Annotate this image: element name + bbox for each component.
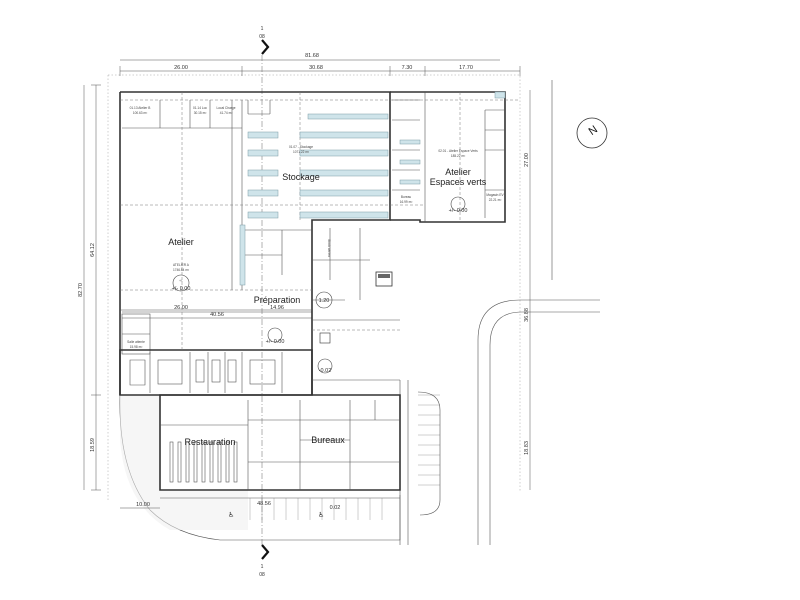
bottom-mid-dim: 48.56 [257, 501, 271, 507]
level-atelier: +/- 0.00 [172, 286, 191, 292]
level-forecourt: -0.02 [319, 368, 332, 374]
level-marker-dock [315, 291, 333, 309]
top-dim-2: 30.68 [309, 65, 323, 71]
left-lower-dim: 18.59 [90, 438, 96, 452]
svg-text:+/-: +/- [179, 279, 183, 283]
truck-icon [319, 271, 393, 344]
tag-stockage: 01.07 - Stockage [289, 145, 313, 149]
right-upper-dim: 27.00 [524, 153, 530, 167]
svg-text:N: N [587, 123, 600, 137]
room-label-stockage: Stockage [282, 172, 320, 182]
label-stock-aerien: Stock aérien [327, 239, 331, 257]
level-marker-espaces-verts [450, 196, 466, 212]
wheelchair-icon: ♿ [228, 511, 234, 519]
area-bureau: 16.99 m² [400, 200, 413, 204]
area-atelier-b: 100.63 m² [133, 111, 147, 115]
site-context [107, 74, 600, 545]
area-salle-attente: 15.98 m² [130, 345, 143, 349]
level-marker-preparation [267, 327, 283, 343]
tag-ge: 01.14 Loc [193, 106, 207, 110]
area-stockage: 1071.22 m² [293, 150, 309, 154]
tag-atelier-b: 01.13 Atelier B [130, 106, 151, 110]
dimension-chains: 81.68 26.00 30.68 7.30 17.70 82.70 64.12… [78, 53, 531, 511]
section-number-bottom: 1 [261, 564, 264, 570]
top-dim-3: 7.30 [402, 65, 413, 71]
right-middle-dim: 36.88 [524, 308, 530, 322]
level-markers: +/- +/- 0.00 +/- 0.00 +/- 0.00 1.20 -0.0… [172, 196, 468, 374]
section-arrow-bottom-icon [261, 544, 270, 560]
bottom-right-dim: 0.02 [330, 505, 341, 511]
level-marker-atelier [172, 274, 190, 292]
room-labels: Stockage 01.07 - Stockage 1071.22 m² Ate… [127, 106, 504, 447]
tag-magasin: Magasin EV [486, 193, 504, 197]
top-dim-1: 26.00 [174, 65, 188, 71]
left-total-dim: 82.70 [78, 283, 84, 297]
grid-lines [120, 92, 520, 350]
room-label-restauration: Restauration [184, 437, 235, 447]
area-espaces-verts: 185.22 m² [451, 154, 465, 158]
room-label-bureaux: Bureaux [311, 435, 345, 445]
accessibility-icons: ♿ ♿ [228, 511, 324, 519]
section-sheet-top: 08 [259, 34, 265, 40]
inner-atelier-dim: 26.00 [174, 305, 188, 311]
room-label-espaces-verts-1: Atelier [445, 167, 471, 177]
section-arrow-top-icon [261, 39, 270, 55]
area-ge: 30.15 m² [194, 111, 207, 115]
level-marker-forecourt [317, 358, 333, 374]
room-label-espaces-verts-2: Espaces verts [430, 177, 487, 187]
area-atelier: 1746.84 m² [173, 268, 189, 272]
area-magasin: 22.21 m² [489, 198, 502, 202]
parking-stalls [249, 391, 441, 520]
tag-bureau: Bureau [401, 195, 412, 199]
inner-mid-dim: 40.56 [210, 312, 224, 318]
overall-width-dim: 81.68 [305, 53, 319, 59]
room-label-preparation: Préparation [254, 295, 301, 305]
tag-atelier: ATELIER A [173, 263, 190, 267]
left-upper-dim: 64.12 [90, 243, 96, 257]
north-arrow-icon: N [576, 117, 608, 149]
sanitary-fixtures [129, 359, 276, 386]
right-lower-dim: 18.83 [524, 441, 530, 455]
inner-prep-dim: 14.96 [270, 305, 284, 311]
area-local-charge: 41.74 m² [220, 111, 233, 115]
bottom-left-dim: 10.00 [136, 502, 150, 508]
level-preparation: +/- 0.00 [266, 339, 285, 345]
restaurant-tables [169, 441, 238, 483]
wheelchair-icon: ♿ [318, 511, 324, 519]
top-dim-4: 17.70 [459, 65, 473, 71]
section-number-top: 1 [261, 26, 264, 32]
level-espaces-verts: +/- 0.00 [449, 208, 468, 214]
level-dock: 1.20 [319, 298, 330, 304]
tag-espaces-verts: 02.01 - Atelier Espace Verts [438, 149, 478, 153]
tag-local-charge: Local Charge [217, 106, 236, 110]
tag-salle-attente: Salle attente [127, 340, 145, 344]
storage-racks [239, 91, 506, 286]
room-label-atelier: Atelier [168, 237, 194, 247]
section-sheet-bottom: 08 [259, 572, 265, 578]
